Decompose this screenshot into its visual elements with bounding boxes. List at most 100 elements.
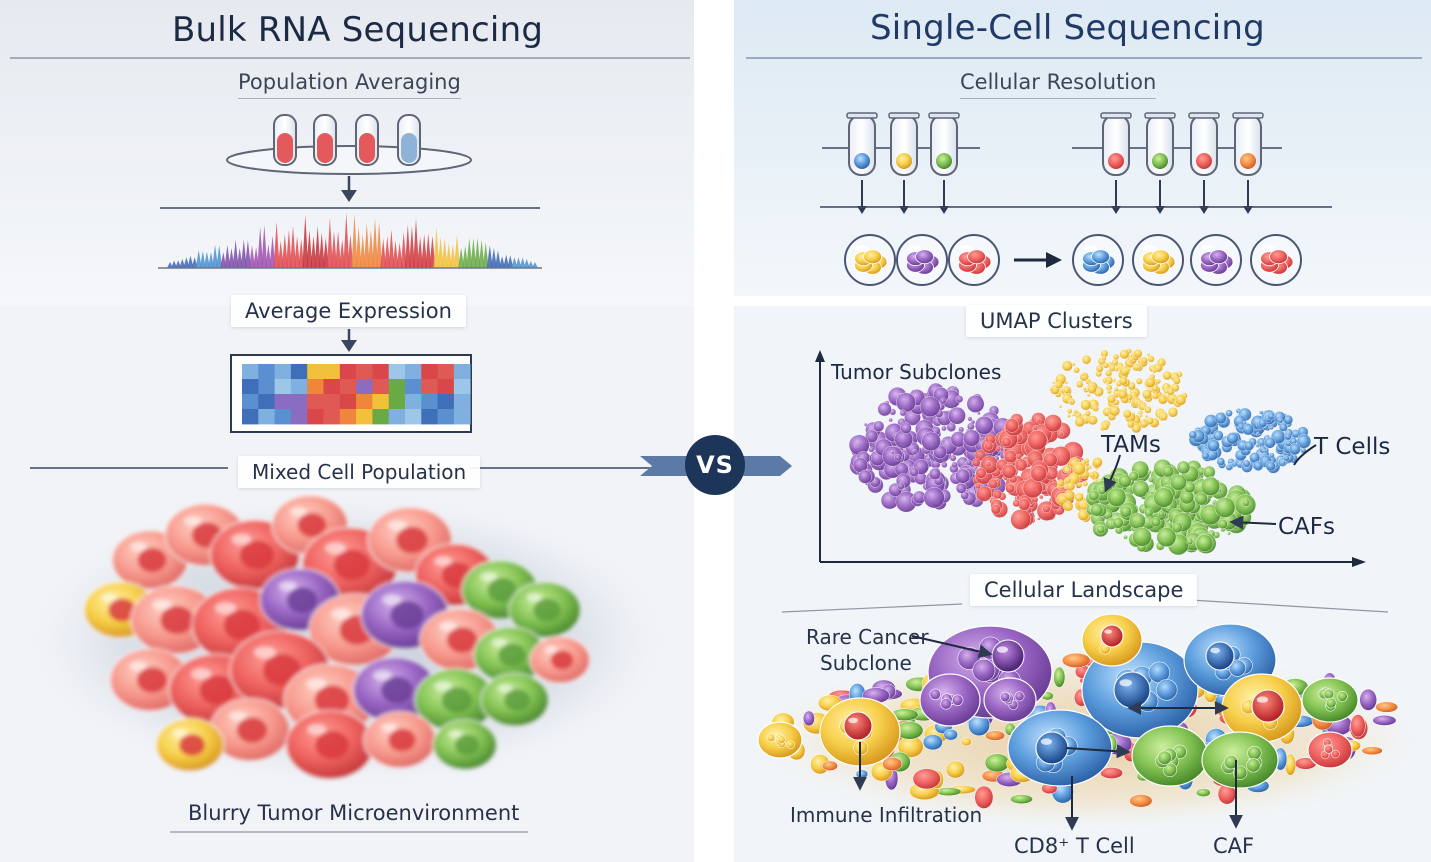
spectrum-spike — [503, 254, 510, 268]
sc-tube — [928, 112, 960, 214]
bulk-flow-arrow-2 — [341, 329, 357, 352]
sc-tube — [1144, 112, 1176, 214]
heatmap-cell — [372, 409, 390, 425]
bulk-step-average: Average Expression — [231, 295, 466, 327]
heatmap-cell — [405, 379, 422, 395]
heatmap-cell — [242, 409, 259, 425]
bulk-cell — [473, 625, 547, 685]
spectrum-spike — [515, 257, 522, 268]
heatmap-cell — [242, 364, 259, 380]
spectrum-spike — [388, 229, 395, 268]
spectrum-spike — [249, 245, 255, 268]
spectrum-spike — [228, 248, 235, 268]
spectrum-spike — [240, 239, 247, 268]
heatmap-cell — [274, 364, 292, 380]
cluster-label-tumor: Tumor Subclones — [831, 360, 1002, 384]
heatmap-cell — [307, 409, 324, 425]
landscape-rule-right — [1189, 599, 1389, 613]
spectrum-spike — [343, 212, 350, 268]
sc-tube — [1100, 112, 1132, 214]
heatmap-cell — [339, 379, 357, 395]
heatmap-cell — [437, 409, 455, 425]
spectrum-spike — [404, 224, 411, 268]
heatmap-cell — [339, 364, 357, 380]
heatmap-cell — [405, 409, 422, 425]
spectrum-spike — [355, 226, 362, 268]
spectrum-spike — [306, 230, 313, 268]
heatmap-cell — [307, 364, 324, 380]
spectrum-spike — [531, 262, 538, 268]
landscape-cell-red — [1307, 731, 1353, 769]
umap-pointers — [1103, 444, 1317, 530]
spectrum-spike — [466, 238, 473, 268]
spectrum-spike — [474, 237, 481, 268]
heatmap-cell — [339, 409, 357, 425]
spectrum-spike — [273, 221, 280, 268]
spectrum-spike — [413, 218, 419, 268]
spectrum-spike — [212, 244, 219, 268]
spectrum-spike — [285, 229, 292, 268]
landscape-label-immune: Immune Infiltration — [790, 803, 983, 827]
spectrum-spike — [454, 234, 460, 268]
heatmap-cell — [323, 409, 341, 425]
single-title: Single-Cell Sequencing — [870, 8, 1265, 48]
spectrum-spike — [302, 214, 309, 268]
spectrum-spike — [318, 232, 325, 268]
spectrum-spike — [322, 237, 329, 268]
spectrum-spike — [195, 250, 202, 268]
heatmap-cell — [421, 394, 438, 410]
spectrum-spike — [179, 259, 186, 268]
bulk-caption: Blurry Tumor Microenvironment — [188, 801, 520, 825]
spectrum-spike — [527, 260, 534, 268]
heatmap-cell — [388, 364, 406, 380]
spectrum-spike — [458, 247, 465, 268]
spectrum-spike — [486, 245, 493, 268]
heatmap-cell — [274, 394, 292, 410]
spectrum-spike — [281, 234, 288, 268]
landscape-label-rare-line1: Rare Cancer — [806, 625, 929, 649]
heatmap-cell — [258, 394, 275, 410]
heatmap-cell — [258, 364, 275, 380]
landscape-label-cd8: CD8⁺ T Cell — [1014, 834, 1135, 858]
spectrum-spike — [376, 222, 383, 268]
spectrum-spike — [449, 244, 456, 268]
spectrum-spike — [372, 218, 378, 268]
heatmap-cell — [323, 379, 341, 395]
single-cell-landscape — [750, 613, 1430, 830]
spectrum-spike — [421, 234, 428, 268]
sc-droplet — [1072, 234, 1124, 286]
sc-tube — [846, 112, 878, 214]
heatmap-cell — [290, 364, 308, 380]
landscape-cell-yellow — [1081, 613, 1143, 667]
heatmap-cell — [290, 409, 308, 425]
sc-droplet — [1250, 234, 1302, 286]
center-gutter — [694, 0, 734, 862]
landscape-label-caf: CAF — [1213, 834, 1255, 858]
spectrum-spike — [367, 229, 374, 268]
heatmap-cell — [290, 379, 308, 395]
cluster-label-cafs: CAFs — [1278, 514, 1336, 540]
bulk-cell — [414, 667, 496, 733]
bulk-cell — [209, 697, 291, 763]
spectrum-spike — [392, 240, 399, 268]
landscape-pointers — [853, 635, 1243, 831]
umap-clusters — [848, 348, 1312, 556]
bulk-expression-spectrum — [167, 212, 538, 268]
spectrum-spike — [314, 226, 321, 268]
spectrum-spike — [269, 235, 276, 268]
vs-badge — [640, 435, 792, 495]
heatmap-cell — [388, 409, 406, 425]
spectrum-spike — [244, 239, 251, 268]
spectrum-spike — [347, 234, 354, 268]
spectrum-spike — [478, 240, 485, 268]
sc-tube — [888, 112, 920, 214]
umap-cluster-blue — [1188, 407, 1312, 474]
spectrum-spike — [232, 239, 239, 268]
spectrum-spike — [462, 245, 469, 268]
bulk-cell — [363, 710, 437, 770]
spectrum-spike — [310, 236, 317, 268]
heatmap-cell — [405, 394, 422, 410]
spectrum-spike — [441, 238, 448, 268]
heatmap-cell — [437, 394, 455, 410]
